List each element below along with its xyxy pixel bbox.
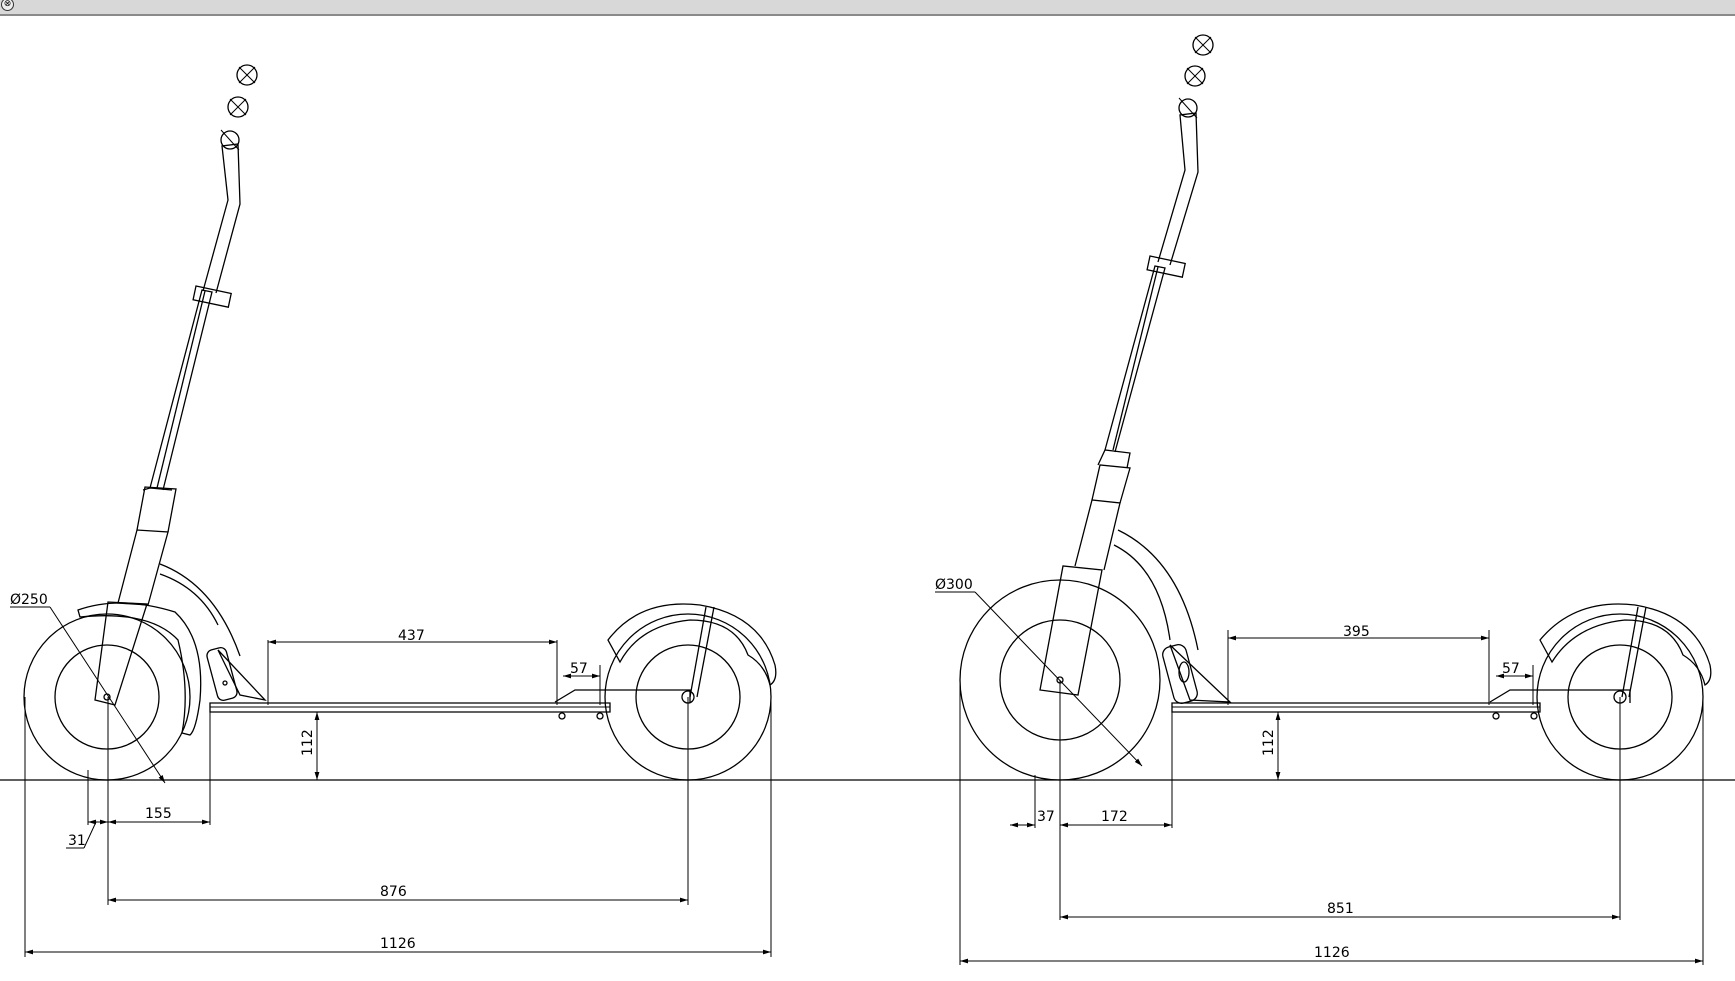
front-fender (77, 602, 202, 736)
dim-wheel-diameter-right: Ø300 (935, 577, 973, 593)
steering-column (117, 529, 169, 606)
deck (1171, 702, 1541, 713)
dim-front-to-deck-right: 172 (1101, 809, 1128, 825)
handlebar-grip-lower (227, 96, 249, 118)
deck (209, 702, 611, 713)
front-fork (94, 601, 148, 706)
stem-clamp (192, 285, 232, 308)
steering-column (1091, 464, 1131, 504)
scooter-left: Ø250 437 57 112 155 31 876 1126 (10, 64, 777, 957)
scooter-right: Ø300 395 57 112 37 172 851 1126 (935, 34, 1712, 965)
suspension-arc (1117, 529, 1199, 651)
handlebar-grip-lower (1184, 65, 1206, 87)
dim-wheelbase-left: 876 (380, 884, 407, 900)
dim-deck-length-left: 437 (398, 628, 425, 644)
dim-rear-offset-right: 57 (1502, 661, 1520, 677)
handlebar-grip-upper (236, 64, 258, 86)
close-icon[interactable]: ⊗ (1, 0, 14, 11)
front-fork (1039, 565, 1103, 696)
dim-front-offset-right: 37 (1037, 809, 1055, 825)
dim-wheel-diameter-left: Ø250 (10, 592, 48, 608)
front-wheel-inner (54, 644, 160, 750)
front-wheel-outer (23, 613, 191, 781)
dim-front-offset-left: 31 (68, 833, 86, 849)
dim-front-to-deck-left: 155 (145, 806, 172, 822)
stem-clamp (1146, 255, 1186, 278)
dim-rear-offset-left: 57 (570, 661, 588, 677)
rear-fender (607, 603, 777, 687)
dim-deck-length-right: 395 (1343, 624, 1370, 640)
dim-overall-length-right: 1126 (1314, 945, 1350, 961)
handlebar-grip-upper (1192, 34, 1214, 56)
dim-wheelbase-right: 851 (1327, 901, 1354, 917)
dim-deck-height-left: 112 (300, 729, 316, 756)
suspension-arc (159, 563, 241, 657)
dim-overall-length-left: 1126 (380, 936, 416, 952)
rear-fender (1539, 603, 1712, 687)
window-toolbar: ⊗ (0, 0, 1735, 16)
dim-deck-height-right: 112 (1261, 729, 1277, 756)
